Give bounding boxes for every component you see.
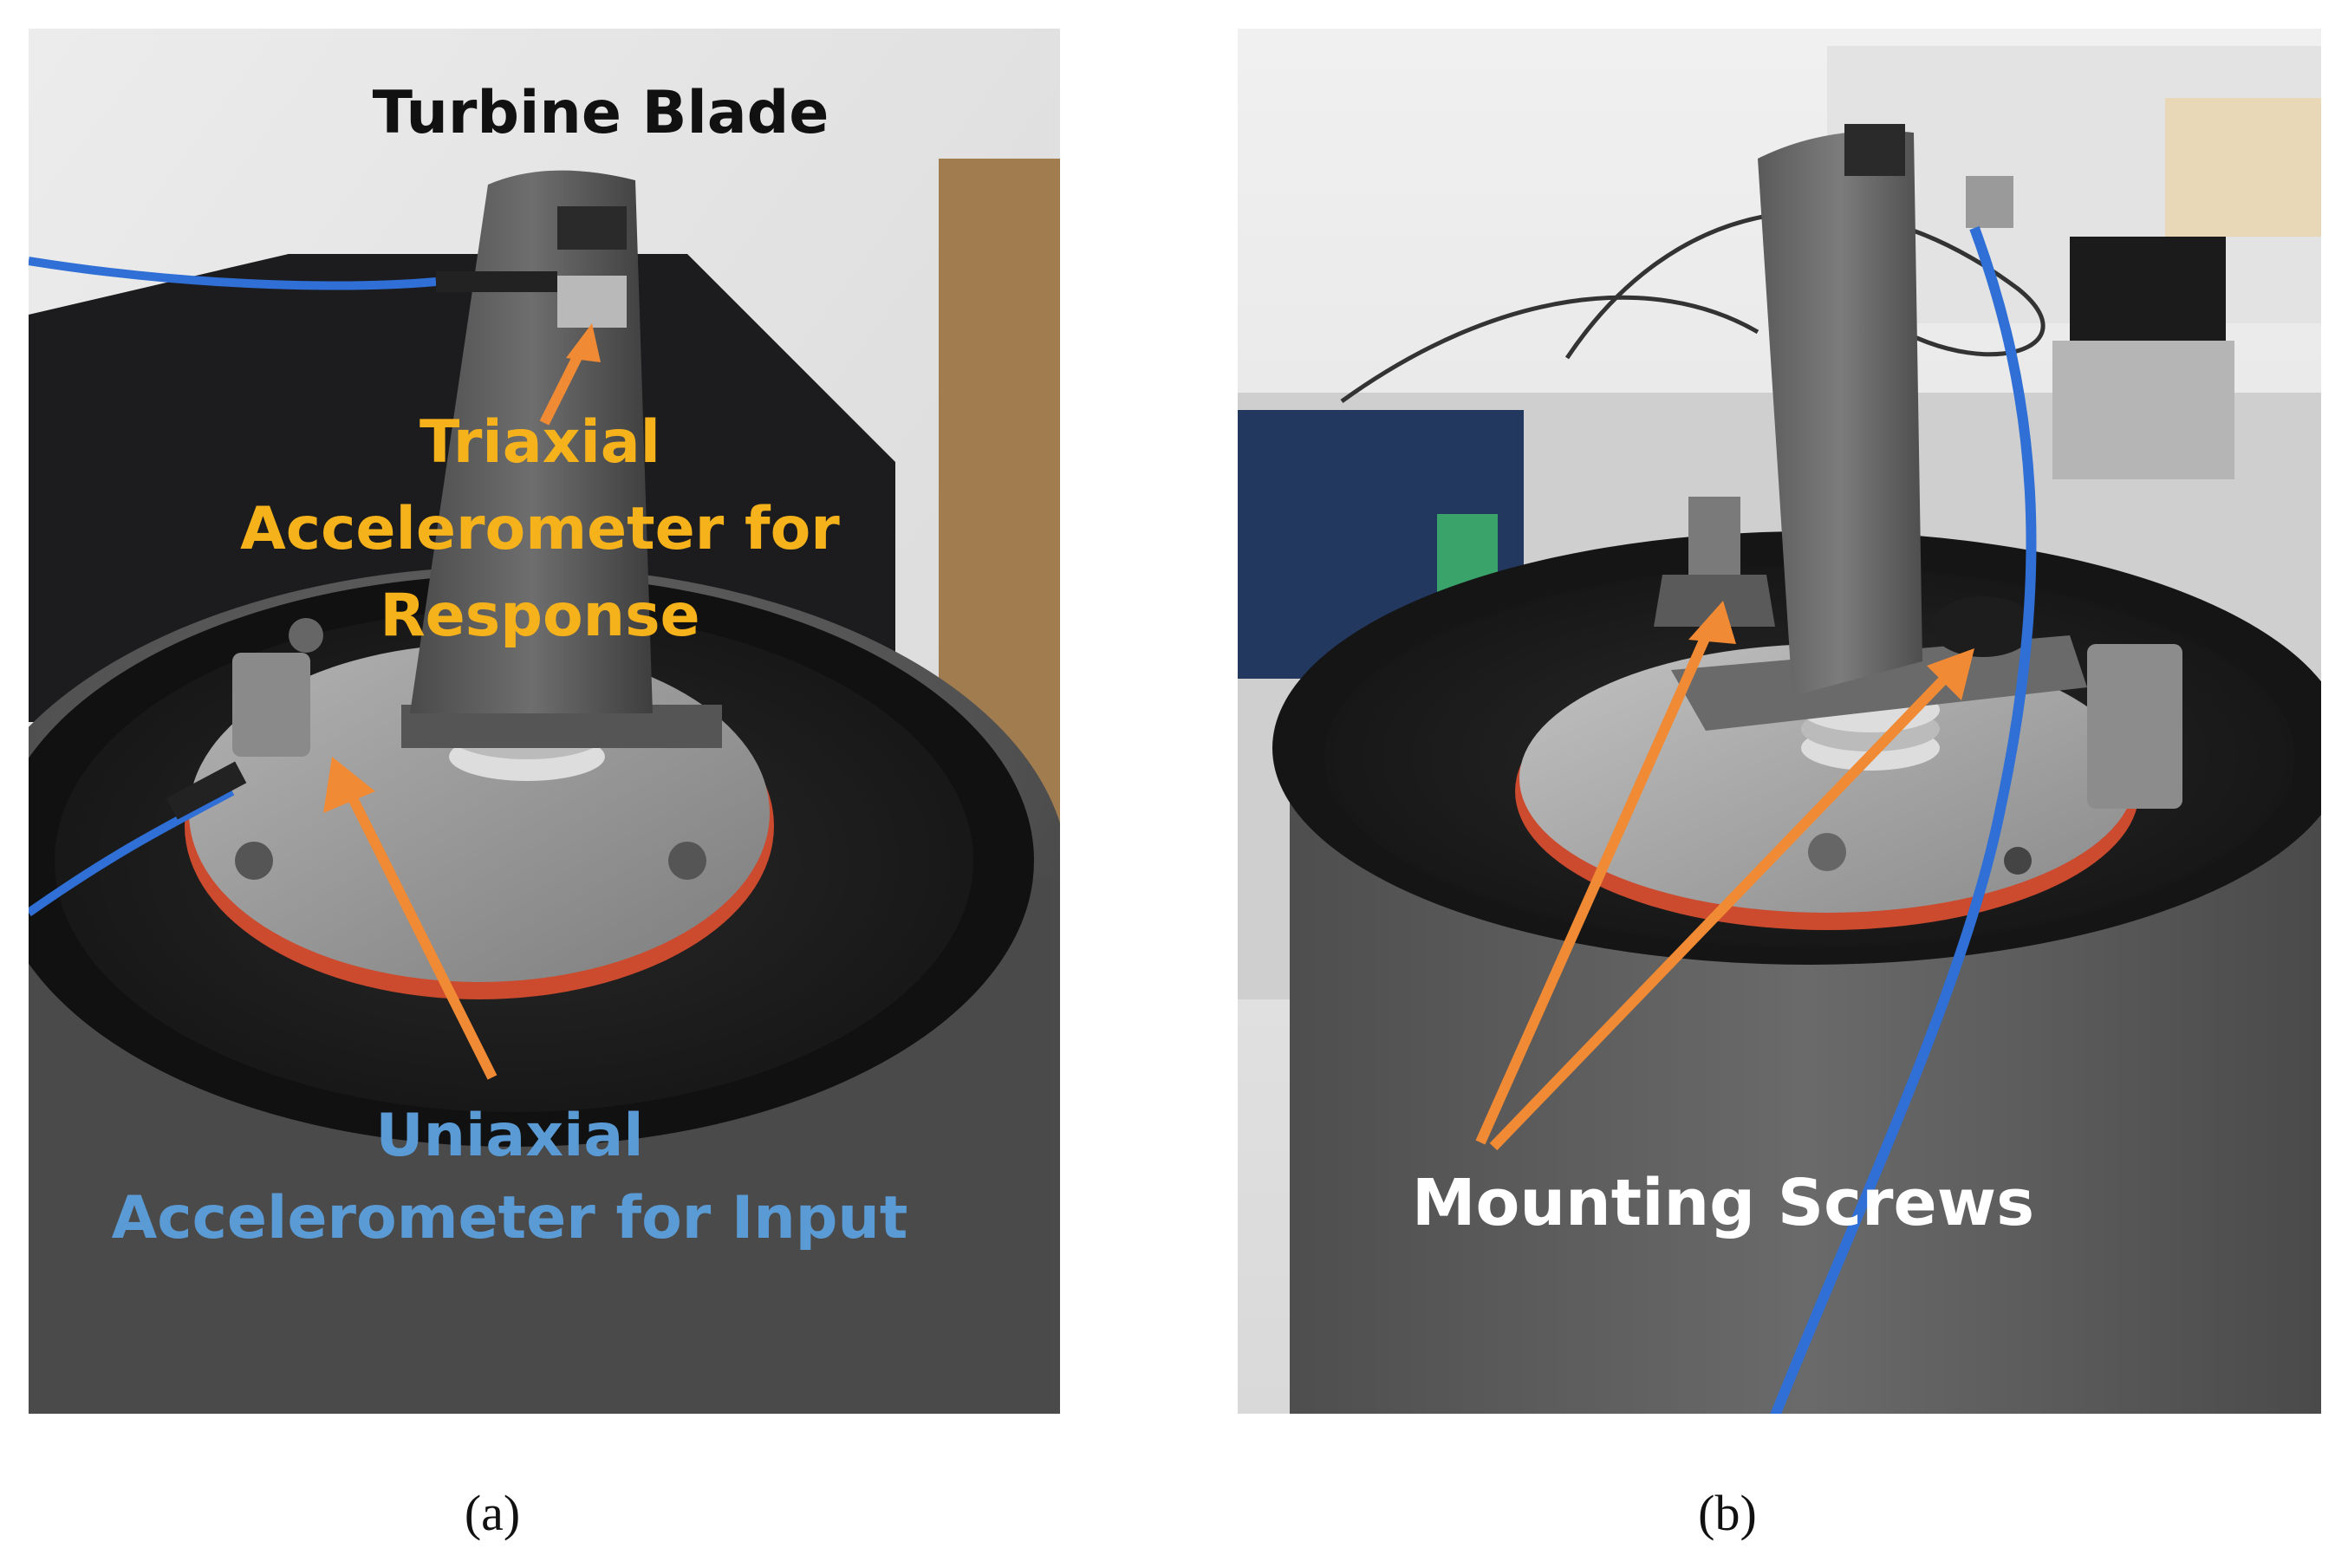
caption-a: (a): [464, 1485, 521, 1541]
svg-text:Accelerometer for Input: Accelerometer for Input: [112, 1184, 908, 1252]
arrow-mounting-screws: [1475, 601, 1974, 1151]
sensor-cable: [29, 257, 437, 290]
photo-panel-b: Mounting Screws: [1238, 29, 2321, 1414]
triaxial-accelerometer: [557, 276, 627, 328]
uniaxial-accelerometer: [232, 653, 310, 757]
plate-hole: [235, 842, 273, 880]
arrow-uniaxial: [323, 757, 498, 1080]
uniaxial-accelerometer: [2087, 644, 2182, 809]
cable-connector: [436, 271, 557, 292]
plate-hole: [2004, 847, 2032, 875]
photo-a: Turbine Blade Triaxial Accelerometer for…: [29, 29, 1060, 1414]
plate-hole: [1808, 833, 1846, 871]
svg-text:Accelerometer for: Accelerometer for: [240, 495, 840, 563]
plate-hole: [289, 618, 323, 653]
photo-b: Mounting Screws: [1238, 29, 2321, 1414]
photo-panel-a: Turbine Blade Triaxial Accelerometer for…: [29, 29, 1060, 1414]
background-wires: [1564, 210, 2046, 360]
caption-b: (b): [1698, 1485, 1757, 1541]
cable-connector: [166, 761, 247, 820]
mounting-nut: [1654, 575, 1775, 627]
svg-text:Triaxial: Triaxial: [420, 408, 660, 477]
svg-text:Uniaxial: Uniaxial: [375, 1102, 643, 1170]
blade-base: [401, 705, 722, 748]
mounting-screw: [1931, 596, 2035, 657]
blade-cooling-holes: [1844, 124, 1905, 176]
sensor-cable: [1770, 225, 2037, 1414]
background-wires: [1340, 295, 1759, 404]
label-uniaxial: Uniaxial Accelerometer for Input: [112, 1102, 908, 1252]
label-turbine-blade: Turbine Blade: [373, 79, 829, 147]
blade-cooling-holes: [557, 206, 627, 250]
label-mounting-screws: Mounting Screws: [1412, 1166, 2034, 1240]
triaxial-accelerometer: [1966, 176, 2013, 228]
sensor-cable: [29, 787, 235, 917]
plate-hole: [668, 842, 706, 880]
background-box: [2165, 98, 2321, 237]
background-stand: [2052, 341, 2234, 479]
arrow-triaxial: [539, 323, 601, 426]
turbine-blade: [1758, 131, 1922, 696]
blade-base: [1671, 635, 2087, 731]
svg-text:Response: Response: [380, 582, 699, 650]
label-triaxial: Triaxial Accelerometer for Response: [240, 408, 840, 650]
